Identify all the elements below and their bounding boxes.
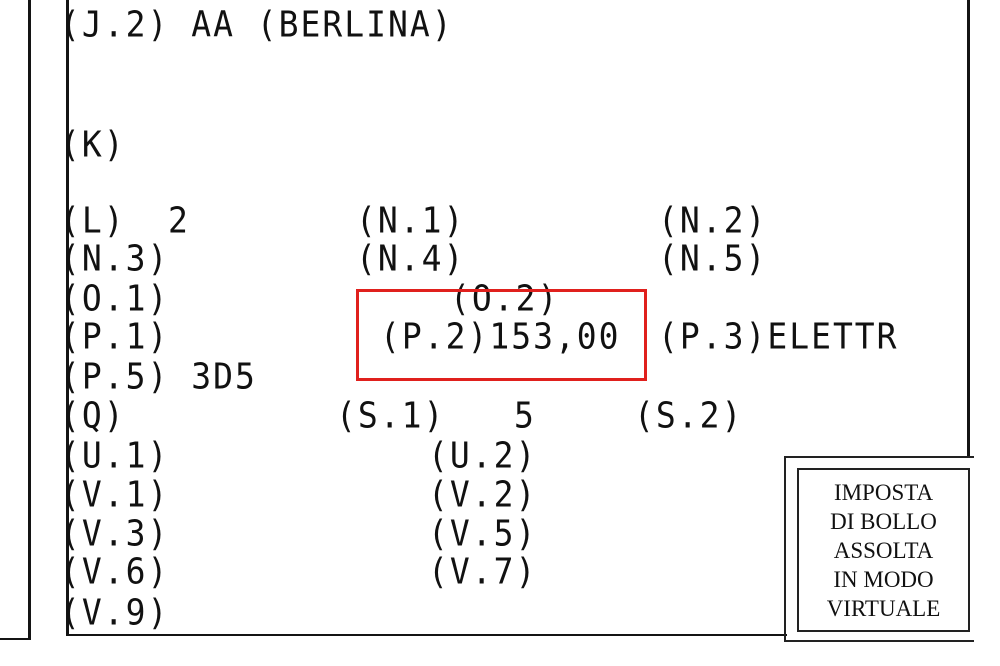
field-p3: (P.3)ELETTR — [658, 314, 899, 358]
stamp-line-3: ASSOLTA — [833, 537, 934, 563]
field-o2: (O.2) — [450, 276, 560, 320]
field-v2: (V.2) — [428, 472, 538, 516]
frame-bottom-border — [66, 634, 787, 636]
field-v6: (V.6) — [60, 549, 170, 593]
field-k: (K) — [60, 122, 126, 166]
field-v3: (V.3) — [60, 511, 170, 555]
field-u1: (U.1) — [60, 433, 170, 477]
field-l-value: 2 — [168, 198, 190, 242]
field-s1-value: 5 — [514, 393, 536, 437]
highlight-box-p2 — [356, 289, 647, 381]
field-u2: (U.2) — [428, 433, 538, 477]
stamp-line-5: VIRTUALE — [826, 595, 941, 621]
left-bottom-rule — [0, 638, 31, 640]
stamp-line-1: IMPOSTA — [833, 479, 934, 505]
field-n1: (N.1) — [356, 198, 466, 242]
field-p5: (P.5) 3D5 — [60, 354, 257, 398]
stamp-line-4: IN MODO — [833, 566, 934, 592]
field-s2: (S.2) — [634, 393, 744, 437]
field-n4: (N.4) — [356, 236, 466, 280]
left-margin-rule — [28, 0, 31, 640]
field-l-label: (L) — [60, 198, 126, 242]
tax-stamp-box: IMPOSTA DI BOLLO ASSOLTA IN MODO VIRTUAL… — [797, 468, 970, 632]
field-j2: (J.2) AA (BERLINA) — [60, 2, 454, 46]
field-n3: (N.3) — [60, 236, 170, 280]
field-v9: (V.9) — [60, 590, 170, 634]
field-q: (Q) — [60, 393, 126, 437]
field-v5: (V.5) — [428, 511, 538, 555]
field-o1: (O.1) — [60, 276, 170, 320]
field-p1: (P.1) — [60, 314, 170, 358]
stamp-outer-frame — [784, 456, 974, 642]
frame-left-border — [66, 0, 69, 636]
field-n2: (N.2) — [658, 198, 768, 242]
frame-right-border — [967, 0, 970, 458]
field-p2: (P.2)153,00 — [380, 314, 621, 358]
field-s1: (S.1) — [336, 393, 446, 437]
field-v7: (V.7) — [428, 549, 538, 593]
field-n5: (N.5) — [658, 236, 768, 280]
stamp-line-2: DI BOLLO — [830, 508, 937, 534]
field-v1: (V.1) — [60, 472, 170, 516]
